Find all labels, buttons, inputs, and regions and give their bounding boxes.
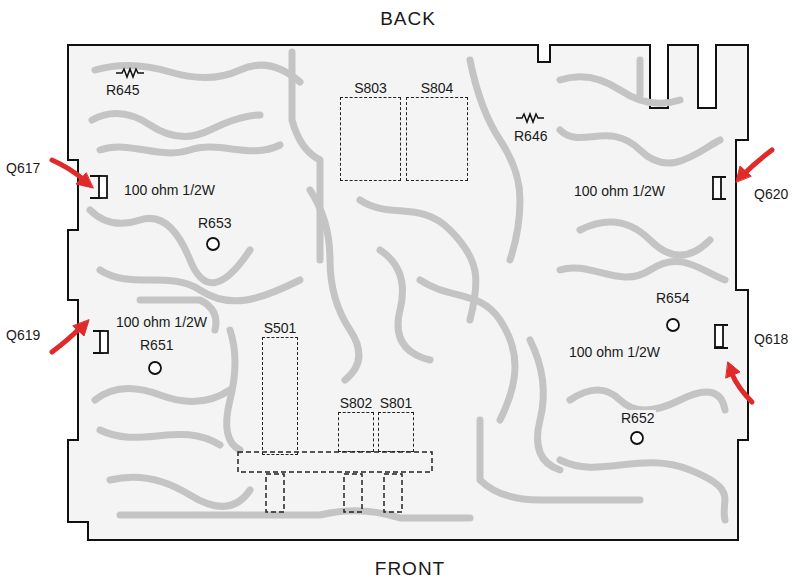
switch-outline: S804 xyxy=(406,97,468,181)
part-label: Q620 xyxy=(752,186,790,202)
board-outline xyxy=(68,45,748,540)
orientation-label: FRONT xyxy=(373,558,447,580)
switch-outline: S501 xyxy=(262,337,298,455)
switch-outline: S803 xyxy=(340,97,401,181)
dashed-outlines xyxy=(238,452,432,512)
part-label: R653 xyxy=(196,215,233,231)
resistor-body xyxy=(90,176,728,353)
value-label: 100 ohm 1/2W xyxy=(572,183,667,199)
part-label: R646 xyxy=(512,128,549,144)
value-label: 100 ohm 1/2W xyxy=(567,344,662,360)
part-label: R652 xyxy=(619,410,656,426)
part-label: R651 xyxy=(138,337,175,353)
part-label: R654 xyxy=(654,290,691,306)
value-label: 100 ohm 1/2W xyxy=(122,182,217,198)
resistor-symbol xyxy=(116,69,544,122)
switch-outline: S802 xyxy=(338,412,374,452)
copper-traces xyxy=(90,52,725,520)
switch-label: S802 xyxy=(338,395,375,411)
value-label: 100 ohm 1/2W xyxy=(114,314,209,330)
switch-label: S803 xyxy=(352,80,389,96)
part-label: Q617 xyxy=(4,160,42,176)
red-pointer-arrow xyxy=(52,150,772,402)
part-label: Q618 xyxy=(752,331,790,347)
part-label: Q619 xyxy=(4,327,42,343)
orientation-label: BACK xyxy=(378,8,438,30)
switch-label: S501 xyxy=(262,320,299,336)
test-point-circle xyxy=(149,238,679,444)
switch-outline: S801 xyxy=(378,412,414,452)
switch-label: S804 xyxy=(419,80,456,96)
part-label: R645 xyxy=(104,82,141,98)
switch-label: S801 xyxy=(378,395,415,411)
